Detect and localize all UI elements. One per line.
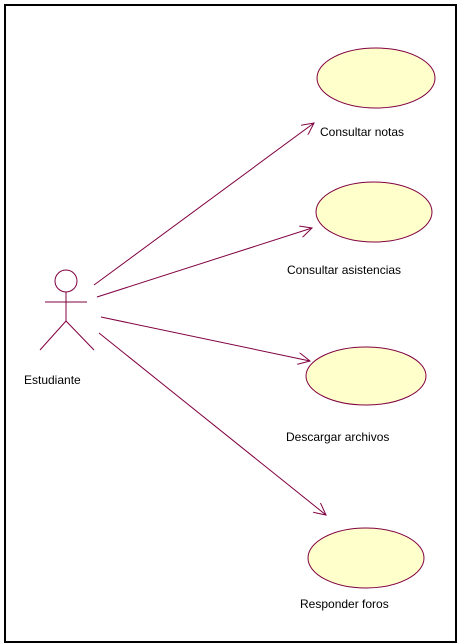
association-consultar-notas[interactable]: [93, 123, 314, 286]
use-case-descargar-archivos[interactable]: Descargar archivos: [286, 346, 427, 444]
use-case-label: Descargar archivos: [286, 430, 389, 444]
actor-right-leg: [65, 320, 95, 351]
association-responder-foros[interactable]: [98, 332, 326, 515]
use-case-ellipse[interactable]: [316, 47, 436, 109]
use-case-label: Consultar asistencias: [287, 263, 401, 277]
use-case-ellipse[interactable]: [307, 527, 425, 589]
association-consultar-asistencias[interactable]: [96, 228, 312, 298]
use-case-ellipse[interactable]: [315, 181, 433, 243]
actor-head: [54, 269, 78, 293]
associations: [93, 123, 326, 515]
actor-left-leg: [39, 320, 67, 351]
use-case-responder-foros[interactable]: Responder foros: [300, 527, 425, 611]
actor-estudiante[interactable]: Estudiante: [24, 269, 95, 387]
actor-name-label: Estudiante: [24, 373, 81, 387]
use-case-label: Consultar notas: [320, 125, 404, 139]
association-descargar-archivos[interactable]: [100, 316, 310, 361]
use-case-consultar-notas[interactable]: Consultar notas: [316, 47, 436, 139]
use-case-ellipse[interactable]: [305, 346, 427, 406]
use-case-consultar-asistencias[interactable]: Consultar asistencias: [287, 181, 433, 277]
use-case-label: Responder foros: [300, 597, 389, 611]
